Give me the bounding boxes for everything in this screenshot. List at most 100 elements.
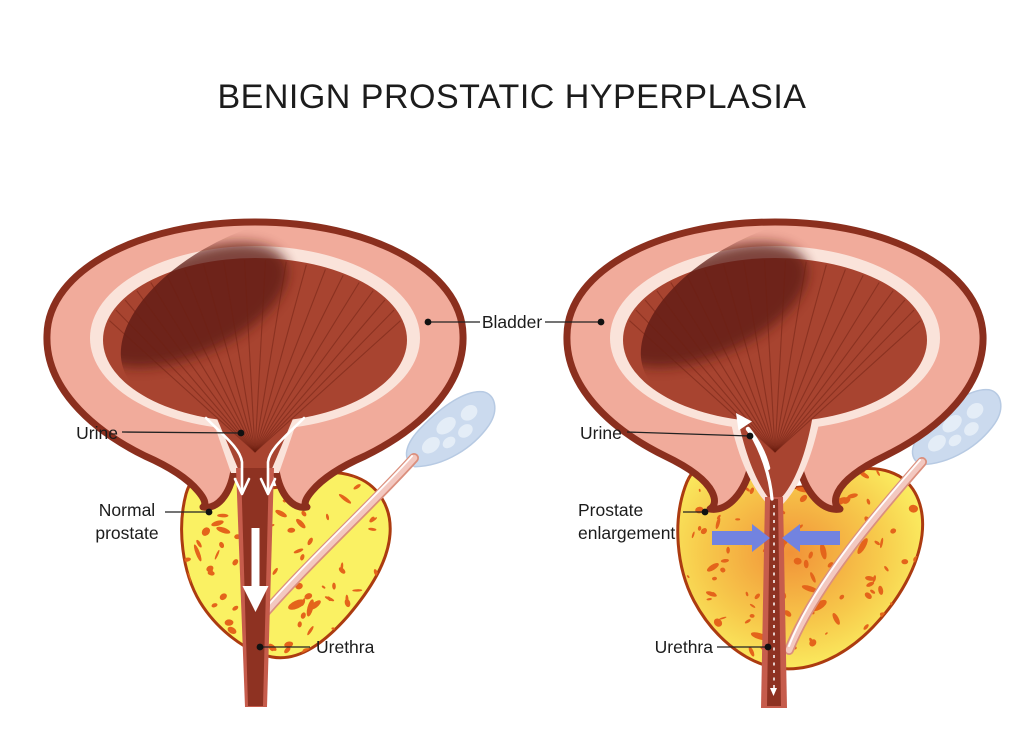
leader-dot bbox=[764, 643, 772, 651]
striation-line bbox=[243, 260, 256, 453]
striation-line bbox=[723, 264, 776, 453]
compression-arrow-right bbox=[782, 524, 840, 552]
speckle bbox=[901, 559, 909, 565]
speckle bbox=[345, 594, 349, 604]
bladder-label: Bladder bbox=[481, 312, 543, 332]
speckle bbox=[227, 626, 237, 635]
speckle bbox=[918, 617, 923, 623]
leader-line bbox=[121, 431, 242, 434]
panel-normal bbox=[43, 218, 496, 707]
prostate-enlargement-label: Prostate enlargement bbox=[578, 499, 675, 545]
leader-dot bbox=[256, 643, 264, 651]
speckle bbox=[366, 613, 383, 621]
detrusor-striations-left bbox=[109, 260, 401, 453]
striation-line bbox=[763, 260, 776, 453]
ejaculatory-duct-right bbox=[784, 457, 927, 655]
speckle bbox=[211, 520, 224, 527]
diagram-title: BENIGN PROSTATIC HYPERPLASIA bbox=[217, 78, 807, 116]
speckle bbox=[712, 592, 717, 597]
speckle bbox=[839, 594, 845, 600]
speckle bbox=[906, 616, 915, 625]
speckle bbox=[749, 603, 756, 608]
detrusor-striations-right bbox=[629, 260, 921, 453]
speckle bbox=[370, 517, 378, 523]
speckle bbox=[338, 567, 346, 574]
speckle bbox=[352, 589, 363, 592]
urine-label-right: Urine bbox=[580, 423, 622, 443]
speckle bbox=[712, 576, 717, 581]
speckle bbox=[327, 596, 332, 602]
speckle bbox=[735, 518, 741, 521]
speckle bbox=[686, 575, 690, 579]
speckle bbox=[284, 641, 294, 648]
speckle bbox=[859, 471, 870, 479]
speckle bbox=[863, 624, 869, 630]
speckle bbox=[211, 603, 218, 608]
urine-stream-left-arrow bbox=[204, 416, 244, 492]
speckle bbox=[720, 567, 726, 573]
weak-stream-tip bbox=[770, 688, 777, 696]
speckle bbox=[864, 592, 872, 599]
striation-line bbox=[774, 260, 787, 453]
speckle bbox=[196, 539, 202, 548]
speckle bbox=[297, 621, 302, 628]
urethra-label-right: Urethra bbox=[654, 637, 713, 657]
speckle bbox=[825, 632, 828, 635]
bladder-right bbox=[563, 218, 987, 513]
speckle bbox=[700, 528, 707, 535]
speckle bbox=[726, 546, 730, 554]
striation-line bbox=[184, 269, 256, 453]
urethra-label-left: Urethra bbox=[316, 637, 375, 657]
speckle bbox=[891, 642, 895, 646]
speckle bbox=[745, 591, 749, 597]
speckle bbox=[287, 527, 296, 533]
speckle bbox=[307, 625, 314, 636]
leader-dot bbox=[701, 508, 709, 516]
urine-retention-arrow bbox=[736, 413, 774, 501]
speckle bbox=[878, 585, 884, 595]
speckle bbox=[183, 557, 191, 562]
striation-line bbox=[109, 320, 256, 453]
speckle bbox=[288, 599, 305, 610]
speckle bbox=[350, 622, 359, 628]
speckle bbox=[865, 576, 875, 581]
speckle bbox=[749, 613, 755, 618]
speckle bbox=[332, 582, 336, 590]
speckle bbox=[354, 466, 363, 471]
vesicle-lobules bbox=[421, 405, 478, 454]
speckle bbox=[353, 484, 361, 490]
panel-enlarged bbox=[563, 218, 1002, 708]
speckle bbox=[309, 600, 321, 610]
speckle bbox=[801, 585, 818, 593]
speckle bbox=[890, 528, 897, 534]
speckle bbox=[301, 510, 307, 517]
speckle bbox=[296, 518, 306, 529]
speckle bbox=[820, 543, 827, 560]
vesicle-lobules bbox=[927, 403, 984, 452]
striation-line bbox=[635, 309, 776, 453]
speckle bbox=[874, 540, 880, 546]
speckle bbox=[784, 610, 792, 617]
striation-line bbox=[670, 282, 776, 453]
speckle bbox=[697, 526, 702, 531]
striation-line bbox=[115, 309, 256, 453]
speckle bbox=[884, 566, 889, 572]
speckle bbox=[338, 494, 352, 504]
speckle bbox=[718, 616, 727, 620]
striation-line bbox=[774, 320, 921, 453]
speckle bbox=[300, 554, 305, 561]
speckle bbox=[866, 581, 875, 587]
leader-dot bbox=[205, 508, 213, 516]
speckle bbox=[211, 651, 218, 658]
reflux-arrowhead bbox=[736, 413, 752, 431]
speckle bbox=[889, 634, 896, 638]
striation-line bbox=[743, 261, 776, 453]
striation-line bbox=[223, 261, 256, 453]
normal-prostate-label-line1: Normal bbox=[98, 500, 156, 520]
leader-dot bbox=[746, 432, 754, 440]
leader-dot bbox=[597, 318, 605, 326]
speckle bbox=[367, 471, 375, 479]
striation-line bbox=[254, 275, 344, 453]
speckle bbox=[832, 612, 840, 625]
speckle bbox=[691, 531, 695, 539]
